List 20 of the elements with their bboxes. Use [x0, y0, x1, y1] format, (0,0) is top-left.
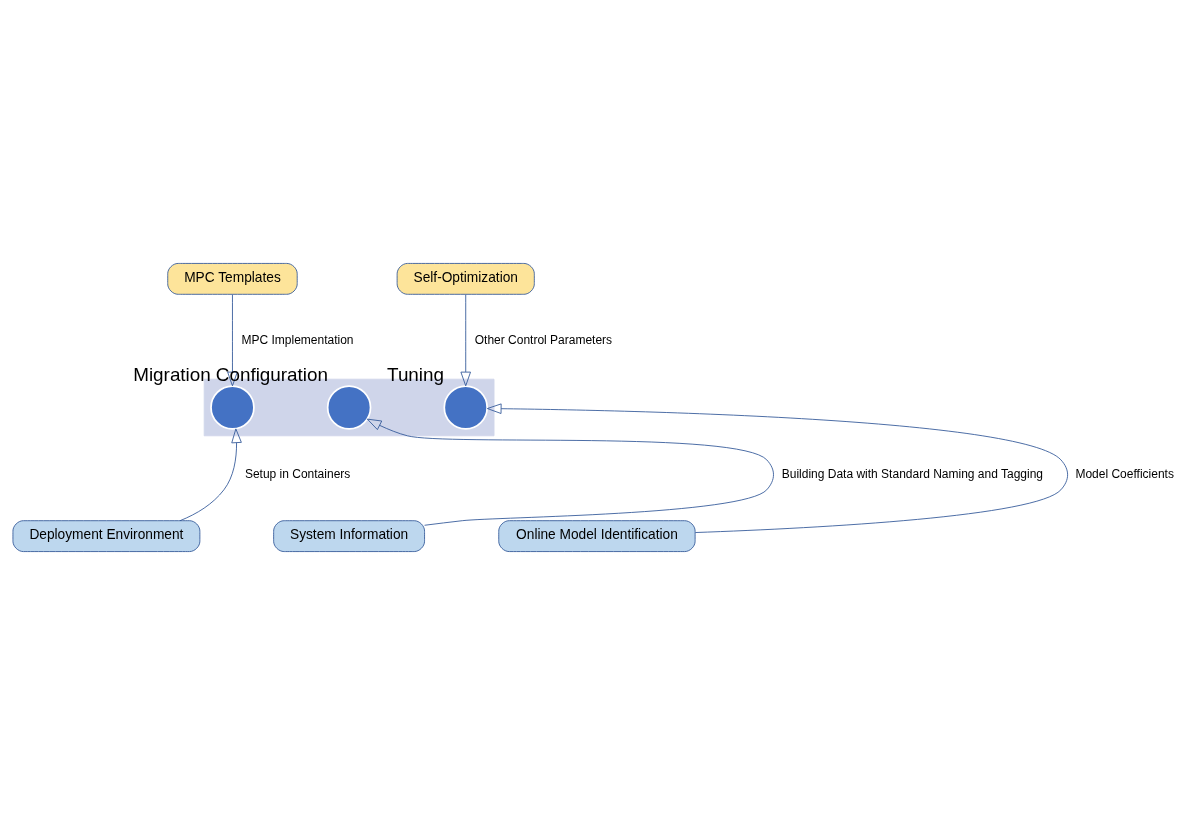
node-label: Migration [133, 363, 211, 385]
arrow [486, 402, 1069, 533]
arrow [179, 428, 242, 521]
edge-label: Model Coefficients [1075, 466, 1174, 481]
arrow [460, 293, 471, 386]
node-circle [210, 384, 255, 430]
node-label: Configuration [215, 363, 329, 385]
node-box: Self-Optimization [396, 262, 535, 295]
node-box: Online Model Identification [498, 519, 696, 552]
node-label: Tuning [387, 363, 445, 385]
edge-label: MPC Implementation [241, 332, 354, 347]
node-box: MPC Templates [167, 262, 298, 295]
edge-label: Building Data with Standard Naming and Tagging [781, 466, 1044, 481]
edge-label: Setup in Containers [244, 466, 351, 481]
node-circle [326, 384, 372, 430]
node-box: System Information [273, 519, 425, 552]
node-circle [443, 384, 489, 430]
arrow [366, 418, 774, 526]
node-box: Deployment Environment [12, 519, 201, 552]
edge-label: Other Control Parameters [474, 332, 613, 347]
